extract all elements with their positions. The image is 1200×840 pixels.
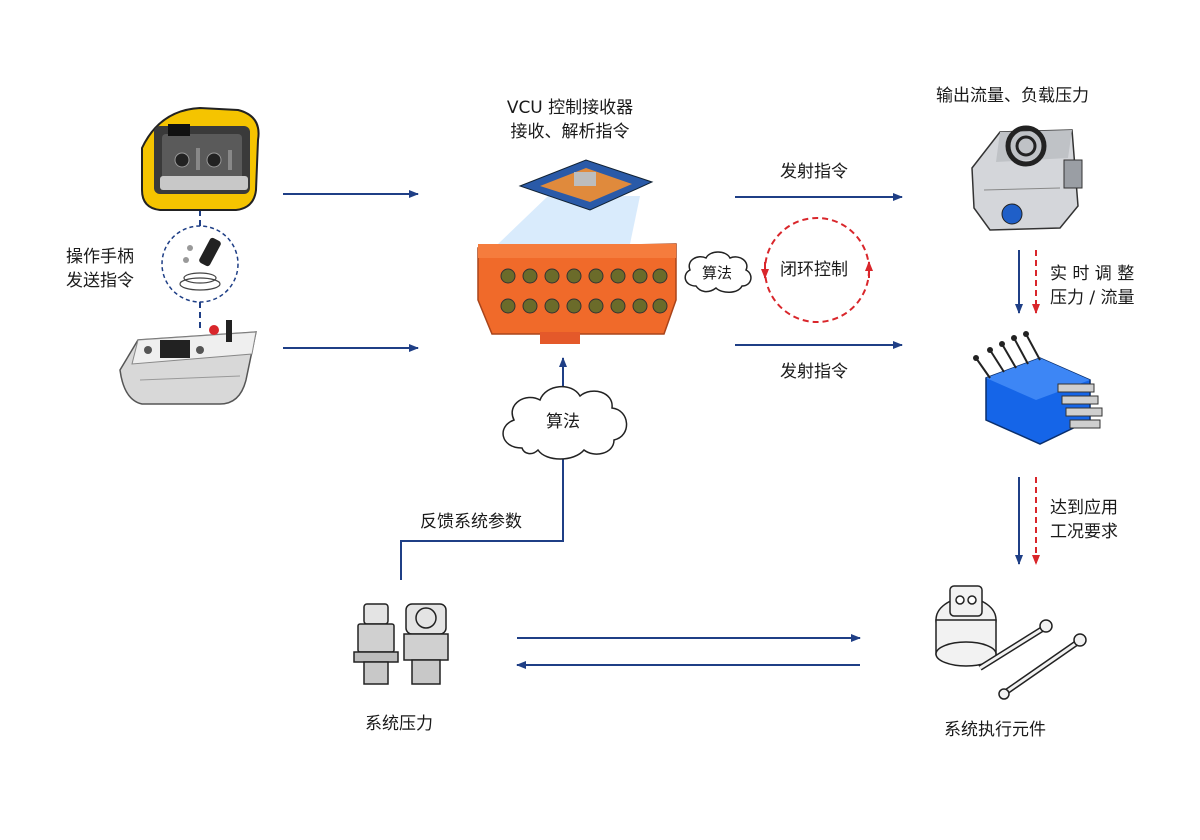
output-flow-label: 输出流量、负载压力 — [936, 86, 1089, 106]
algo-cloud-large — [502, 386, 628, 460]
handle-label-line2: 发送指令 — [66, 271, 134, 291]
actuators-label: 系统执行元件 — [944, 720, 1046, 740]
vcu-label-line2: 接收、解析指令 — [510, 122, 630, 142]
adjust-label-line1: 实 时 调 整 — [1050, 264, 1135, 284]
adjust-label-line2: 压力 / 流量 — [1050, 288, 1135, 308]
vcu-label-line1: VCU 控制接收器 — [506, 98, 634, 118]
reach-label: 达到应用 工况要求 — [1050, 496, 1118, 544]
algo-small-label: 算法 — [702, 264, 733, 282]
handle-label-line1: 操作手柄 — [66, 247, 134, 267]
adjust-label: 实 时 调 整 压力 / 流量 — [1050, 262, 1135, 310]
vcu-label: VCU 控制接收器 接收、解析指令 — [470, 96, 670, 144]
emit-command-bottom-label: 发射指令 — [780, 362, 848, 382]
reach-label-line2: 工况要求 — [1050, 522, 1118, 542]
feedback-path — [400, 454, 564, 580]
algo-cloud-label: 算法 — [546, 412, 580, 432]
feedback-label: 反馈系统参数 — [420, 512, 522, 532]
closed-loop-label: 闭环控制 — [780, 260, 848, 280]
handle-label: 操作手柄 发送指令 — [48, 245, 152, 293]
emit-command-top-label: 发射指令 — [780, 162, 848, 182]
algo-cloud-small — [684, 251, 752, 293]
system-pressure-label: 系统压力 — [365, 714, 433, 734]
reach-label-line1: 达到应用 — [1050, 498, 1118, 518]
